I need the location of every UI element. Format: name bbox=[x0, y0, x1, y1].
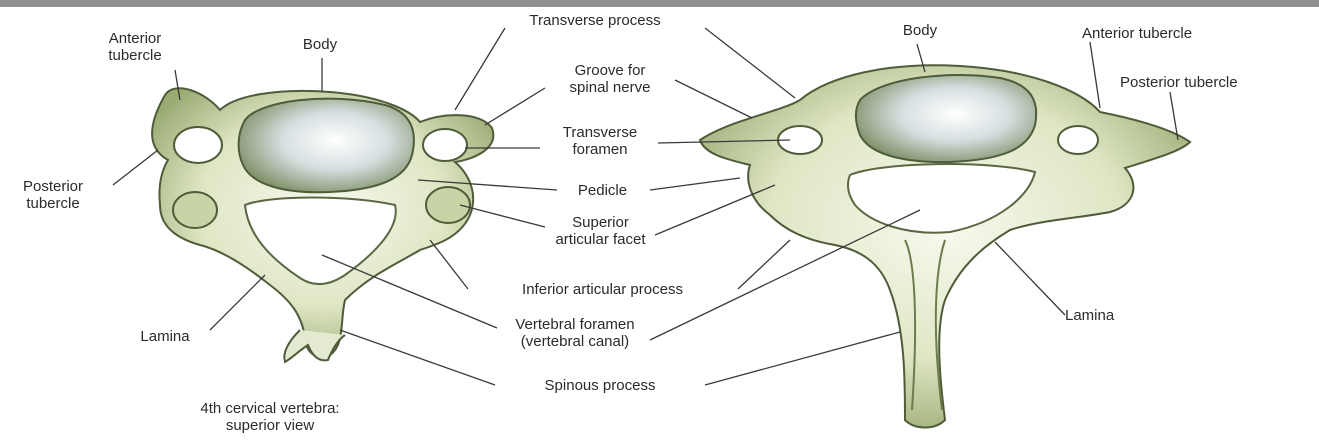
label-line: articular facet bbox=[538, 231, 663, 248]
label-transverse-process: Transverse process bbox=[485, 12, 705, 29]
label-vertebral-foramen: Vertebral foramen (vertebral canal) bbox=[495, 316, 655, 350]
left-vertebra bbox=[152, 88, 493, 362]
right-vertebra bbox=[700, 65, 1190, 427]
left-superior-facet-r bbox=[426, 187, 470, 223]
label-body-right: Body bbox=[880, 22, 960, 39]
label-line: (vertebral canal) bbox=[495, 333, 655, 350]
leader-pedicle-right bbox=[650, 178, 740, 190]
leader-posterior-tubercle-left bbox=[113, 150, 158, 185]
leader-spinous-left bbox=[340, 330, 495, 385]
label-line: Vertebral foramen bbox=[495, 316, 655, 333]
leader-lamina-right bbox=[995, 242, 1065, 315]
leader-transverse-process-right bbox=[705, 28, 795, 98]
left-superior-facet-l bbox=[173, 192, 217, 228]
left-vertebral-body bbox=[239, 99, 414, 193]
label-posterior-tubercle-right: Posterior tubercle bbox=[1120, 74, 1238, 91]
label-spinous-process: Spinous process bbox=[495, 377, 705, 394]
label-superior-articular-facet: Superior articular facet bbox=[538, 214, 663, 248]
caption-line: superior view bbox=[180, 417, 360, 434]
label-line: foramen bbox=[540, 141, 660, 158]
right-vertebral-body bbox=[856, 75, 1036, 162]
label-line: Anterior bbox=[90, 30, 180, 47]
left-transverse-foramen-r bbox=[423, 129, 467, 161]
leader-groove-right bbox=[675, 80, 752, 118]
label-posterior-tubercle-left: Posterior tubercle bbox=[8, 178, 98, 212]
label-groove-for-spinal-nerve: Groove for spinal nerve bbox=[545, 62, 675, 96]
label-lamina-left: Lamina bbox=[120, 328, 210, 345]
leader-lamina-left bbox=[210, 275, 265, 330]
leader-spinous-right bbox=[705, 332, 900, 385]
leader-anterior-tubercle-right bbox=[1090, 42, 1100, 108]
label-lamina-right: Lamina bbox=[1065, 307, 1114, 324]
leader-groove-left bbox=[485, 88, 545, 125]
label-line: Superior bbox=[538, 214, 663, 231]
label-line: Groove for bbox=[545, 62, 675, 79]
label-pedicle: Pedicle bbox=[555, 182, 650, 199]
leader-vertebral-foramen-right bbox=[650, 210, 920, 340]
label-inferior-articular-process: Inferior articular process bbox=[465, 281, 740, 298]
right-transverse-foramen-r bbox=[1058, 126, 1098, 154]
label-body-left: Body bbox=[280, 36, 360, 53]
label-line: spinal nerve bbox=[545, 79, 675, 96]
label-line: tubercle bbox=[90, 47, 180, 64]
leader-superior-facet-left bbox=[460, 205, 545, 227]
label-transverse-foramen: Transverse foramen bbox=[540, 124, 660, 158]
leader-superior-facet-right bbox=[655, 185, 775, 235]
label-anterior-tubercle-left: Anterior tubercle bbox=[90, 30, 180, 64]
left-spinous-process bbox=[284, 330, 345, 362]
left-transverse-foramen-l bbox=[174, 127, 222, 163]
leader-transverse-process-left bbox=[455, 28, 505, 110]
label-line: Posterior bbox=[8, 178, 98, 195]
label-line: Transverse bbox=[540, 124, 660, 141]
leader-inferior-process-left bbox=[430, 240, 468, 289]
label-line: tubercle bbox=[8, 195, 98, 212]
figure-caption: 4th cervical vertebra: superior view bbox=[180, 400, 360, 434]
label-anterior-tubercle-right: Anterior tubercle bbox=[1082, 25, 1192, 42]
caption-line: 4th cervical vertebra: bbox=[180, 400, 360, 417]
leader-inferior-process-right bbox=[738, 240, 790, 289]
